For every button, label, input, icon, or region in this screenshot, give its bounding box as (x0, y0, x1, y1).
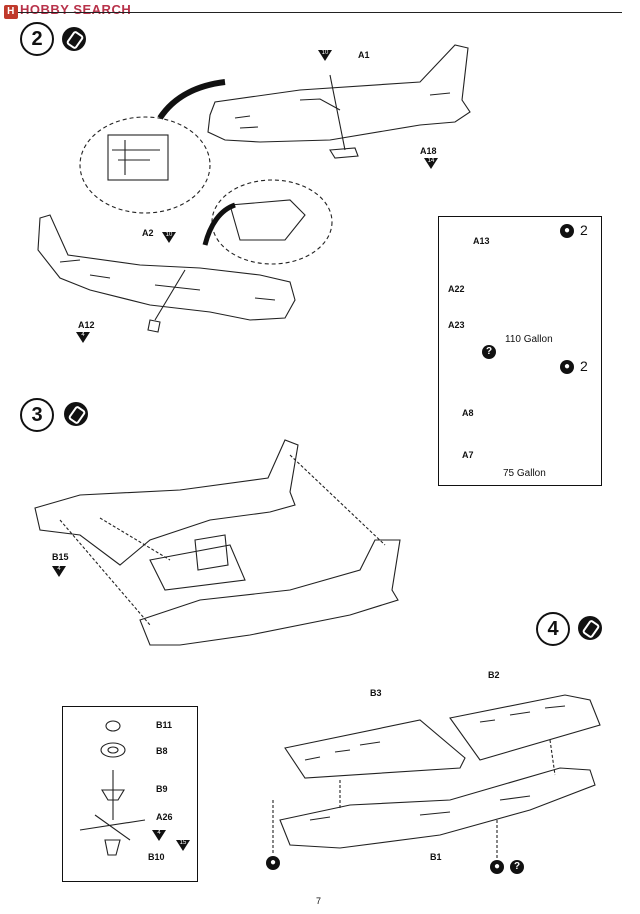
caption-110-gallon: 110 Gallon (505, 334, 553, 345)
wing-b1 (279, 767, 596, 849)
count-75-gallon: 2 (580, 358, 588, 374)
wing-b3 (284, 719, 466, 779)
fuselage-half-a1 (207, 44, 471, 143)
choice-icon: ? (510, 860, 524, 874)
watermark-logo: H (4, 5, 18, 19)
label-b2: B2 (488, 670, 500, 680)
detail-circle-1 (79, 116, 211, 214)
wing-b2 (449, 694, 601, 761)
label-b15: B15 (52, 552, 69, 562)
label-a8: A8 (462, 408, 474, 418)
paint-icon-2: ● (560, 360, 574, 374)
step-2-number: 2 (20, 22, 54, 56)
drop-tank-box (438, 216, 602, 486)
glue-icon (578, 616, 602, 640)
color-ref-a18: 14 (424, 158, 438, 169)
page-number: 7 (316, 896, 322, 906)
label-b8: B8 (156, 746, 168, 756)
label-a18: A18 (420, 146, 437, 156)
fuselage-half-a2 (37, 214, 296, 321)
step-4-number: 4 (536, 612, 570, 646)
propeller-box (62, 706, 198, 882)
label-a13: A13 (473, 236, 490, 246)
watermark-text: HOBBY SEARCH (20, 2, 132, 17)
label-b11: B11 (156, 720, 173, 730)
color-ref-a26: 4 (152, 830, 166, 841)
detail-circle-2 (211, 179, 333, 265)
glue-icon (64, 402, 88, 426)
label-b1: B1 (430, 852, 442, 862)
label-a1: A1 (358, 50, 370, 60)
label-a26: A26 (156, 812, 173, 822)
label-b9: B9 (156, 784, 168, 794)
caption-75-gallon: 75 Gallon (503, 468, 546, 479)
paint-icon: ● (266, 856, 280, 870)
paint-icon: ● (560, 224, 574, 238)
color-ref-a1: 10 (318, 50, 332, 61)
label-a2: A2 (142, 228, 154, 238)
label-a12: A12 (78, 320, 95, 330)
paint-icon: ● (490, 860, 504, 874)
fuselage-assembly (34, 439, 299, 566)
label-a7: A7 (462, 450, 474, 460)
top-rule (18, 12, 622, 13)
color-ref-b10: 15 (176, 840, 190, 851)
glue-icon (62, 27, 86, 51)
color-ref-a12: 4 (76, 332, 90, 343)
label-b10: B10 (148, 852, 165, 862)
choice-icon: ? (482, 345, 496, 359)
color-ref-a2: 10 (162, 232, 176, 243)
step-3-number: 3 (20, 398, 54, 432)
label-b3: B3 (370, 688, 382, 698)
label-a23: A23 (448, 320, 465, 330)
count-110-gallon: 2 (580, 222, 588, 238)
color-ref-b15: 4 (52, 566, 66, 577)
label-a22: A22 (448, 284, 465, 294)
